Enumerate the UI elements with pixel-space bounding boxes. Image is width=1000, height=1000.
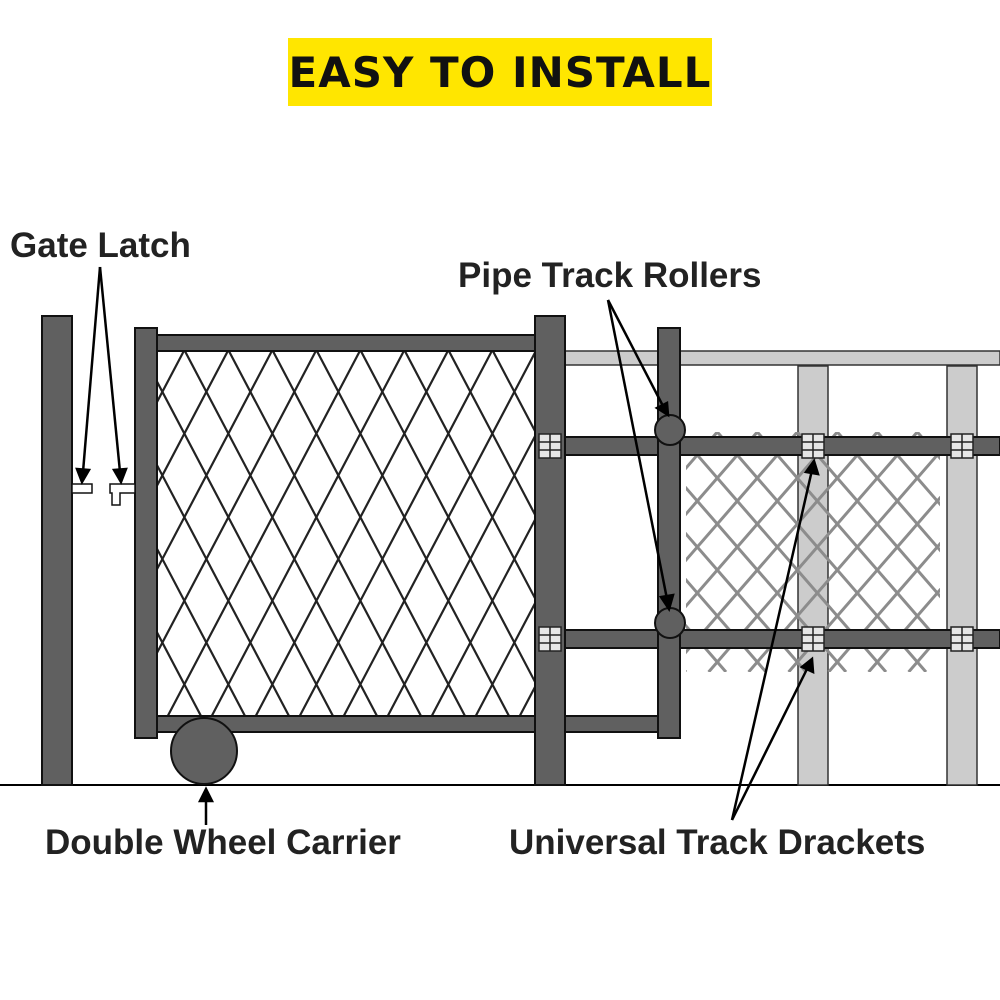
gate-main-post [534, 315, 566, 786]
pipe-track-roller-upper [654, 414, 686, 446]
double-wheel-carrier [170, 717, 238, 785]
gate-latch-label: Gate Latch [10, 226, 191, 265]
gate-top-rail [134, 334, 561, 352]
track-rail-lower [534, 629, 1000, 649]
bracket [950, 626, 974, 652]
fence-top-rail [559, 350, 1000, 366]
gate-latch-part-left [71, 483, 93, 494]
gate-end-post [657, 327, 681, 739]
fence-background [559, 350, 1000, 786]
arrow-gate-latch-1 [81, 266, 102, 473]
arrow-roller-2 [606, 299, 669, 600]
track-brackets [538, 433, 974, 652]
fence-post-light-2 [946, 365, 978, 786]
gate-latch-part-right [109, 483, 136, 506]
universal-track-brackets-label: Universal Track Drackets [509, 823, 926, 862]
title-banner: EASY TO INSTALL [288, 38, 712, 106]
title-text: EASY TO INSTALL [288, 47, 712, 97]
bracket [950, 433, 974, 459]
bracket [538, 626, 562, 652]
bracket [801, 433, 825, 459]
bracket [538, 433, 562, 459]
gate-left-post [134, 327, 158, 739]
arrow-roller-1 [606, 299, 665, 407]
arrow-bracket-2 [730, 666, 810, 821]
track-rail-upper [534, 436, 1000, 456]
leader-arrows [75, 266, 820, 825]
arrow-bracket-1 [730, 469, 814, 821]
arrow-gate-latch-2 [98, 266, 122, 473]
gate-panel [134, 327, 681, 739]
pipe-track-roller-lower [654, 607, 686, 639]
double-wheel-carrier-label: Double Wheel Carrier [45, 823, 401, 862]
bracket [801, 626, 825, 652]
pipe-track-rollers-label: Pipe Track Rollers [458, 256, 762, 295]
gate-mesh [157, 350, 535, 716]
latch-post [41, 315, 73, 786]
